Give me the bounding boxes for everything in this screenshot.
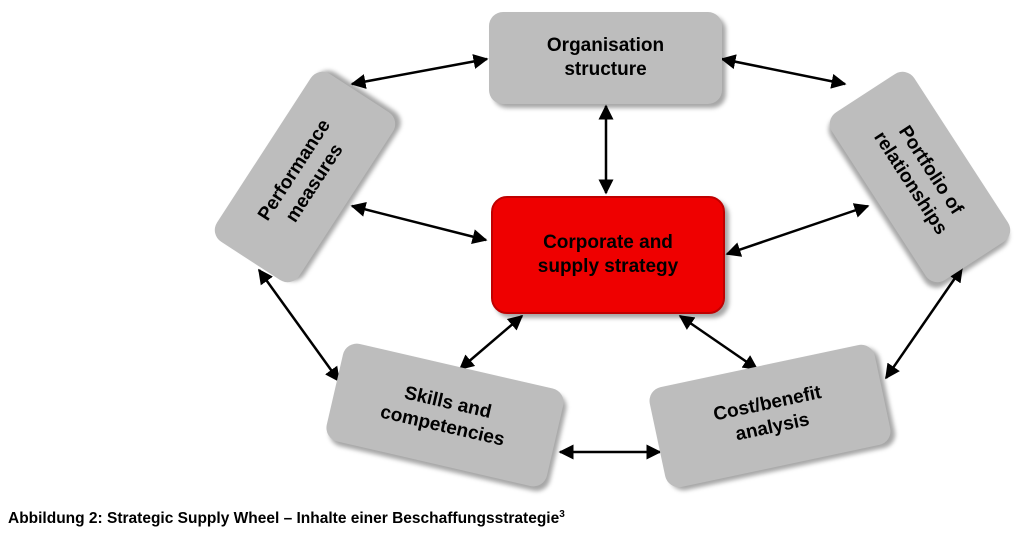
arrow-performance-skills <box>257 268 341 383</box>
node-organisation-label: Organisation structure <box>546 35 665 80</box>
node-skills-label: Skills and competencies <box>378 382 507 451</box>
arrow-skills-center <box>458 315 524 370</box>
arrows-layer <box>257 54 964 460</box>
arrow-performance-center <box>350 202 488 244</box>
caption-footnote: 3 <box>559 509 565 520</box>
node-corporate-supply-strategy: Corporate and supply strategy <box>491 196 725 314</box>
node-center-label: Corporate and supply strategy <box>537 232 679 277</box>
arrow-portfolio-cost <box>884 266 964 380</box>
arrow-portfolio-center <box>725 203 870 257</box>
supply-wheel-diagram: Organisation structure Portfolio of rela… <box>209 12 1016 490</box>
arrow-cost-center <box>678 314 759 371</box>
figure-caption: Abbildung 2: Strategic Supply Wheel – In… <box>8 509 565 528</box>
arrow-organisation-portfolio <box>720 54 847 89</box>
node-organisation-structure: Organisation structure <box>489 12 722 104</box>
caption-text: Abbildung 2: Strategic Supply Wheel – In… <box>8 510 560 528</box>
node-cost-label: Cost/benefit analysis <box>711 382 824 446</box>
arrow-organisation-performance <box>350 54 489 89</box>
